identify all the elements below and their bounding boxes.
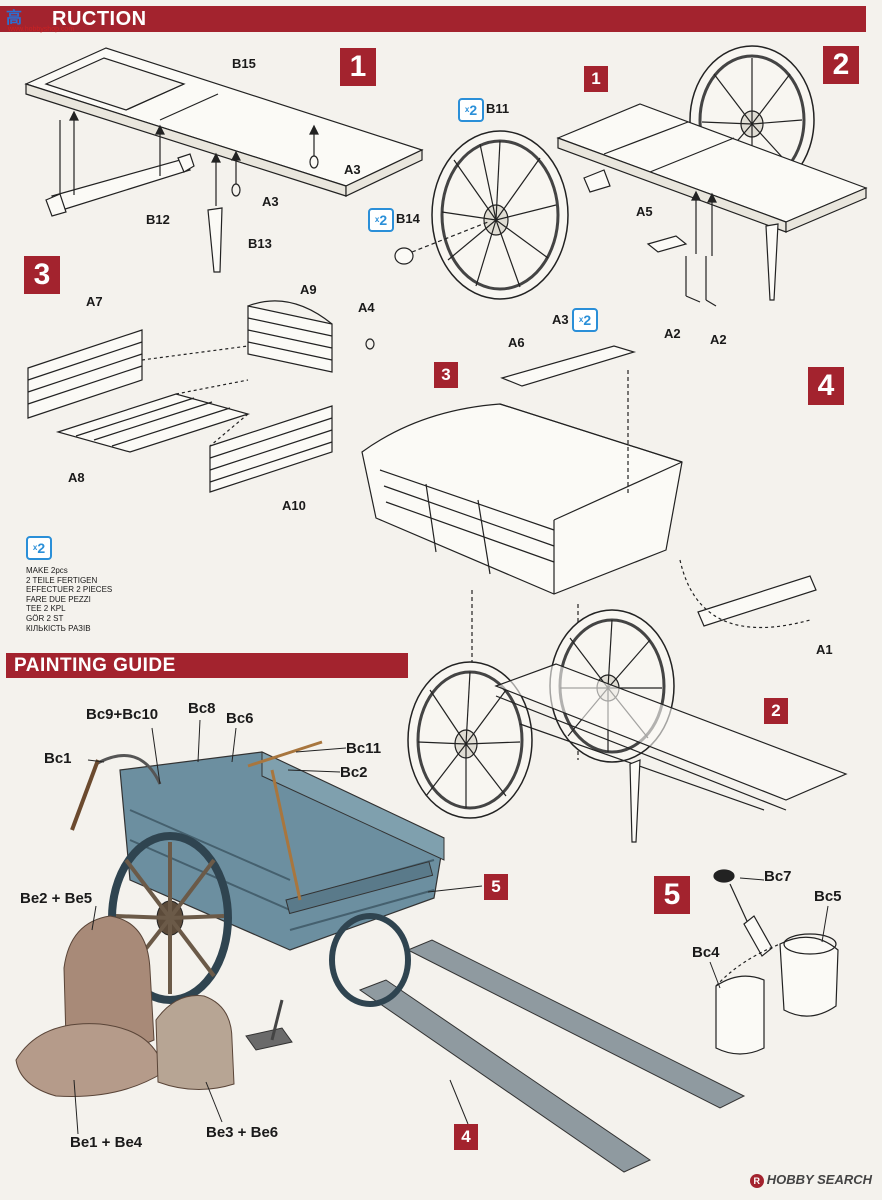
- painted-cart-illustration: [15, 740, 746, 1173]
- step-2-badge: 2: [823, 46, 859, 84]
- watermark-text: HOBBY SEARCH: [766, 1172, 872, 1187]
- label-a3-wheel: A3: [552, 312, 569, 327]
- label-b12: B12: [146, 212, 170, 227]
- label-a6: A6: [508, 335, 525, 350]
- make-two-note: MAKE 2pcs 2 TEILE FERTIGEN EFFECTUER 2 P…: [26, 566, 112, 633]
- step-4-badge: 4: [808, 367, 844, 405]
- ref-step-1: 1: [584, 66, 608, 92]
- paint-label-bc4: Bc4: [692, 944, 720, 961]
- label-a10: A10: [282, 498, 306, 513]
- step1-frame-drawing: [24, 47, 424, 273]
- paint-label-bc11: Bc11: [346, 740, 382, 757]
- step2-wheel-drawing: [394, 45, 868, 307]
- multiplier-badge-a3: x2: [572, 308, 598, 332]
- step-1-badge: 1: [340, 48, 376, 86]
- ref-step-5: 5: [484, 874, 508, 900]
- make-two-line: GÖR 2 ST: [26, 613, 64, 623]
- label-b13: B13: [248, 236, 272, 251]
- ref-step-4: 4: [454, 1124, 478, 1150]
- label-a2-2: A2: [710, 332, 727, 347]
- paint-label-be1-be4: Be1 + Be4: [70, 1134, 143, 1151]
- step-3-badge: 3: [24, 256, 60, 294]
- ref-step-3: 3: [434, 362, 458, 388]
- paint-label-bc2: Bc2: [340, 764, 368, 781]
- paint-label-bc6: Bc6: [226, 710, 254, 727]
- paint-label-bc7: Bc7: [764, 868, 792, 885]
- make-two-line: TEE 2 KPL: [26, 604, 66, 614]
- multiplier-badge-b11: x2: [458, 98, 484, 122]
- label-a9: A9: [300, 282, 317, 297]
- label-a3-1: A3: [344, 162, 361, 177]
- paint-label-be3-be6: Be3 + Be6: [206, 1124, 279, 1141]
- paint-label-be2-be5: Be2 + Be5: [20, 890, 93, 907]
- site-logo: 高 www.hobbyshop.com: [6, 4, 74, 34]
- paint-leader-lines: [73, 719, 829, 1135]
- label-a5: A5: [636, 204, 653, 219]
- step3-box-drawing: [27, 300, 375, 493]
- logo-url: www.hobbyshop.com: [8, 26, 75, 33]
- multiplier-badge-b14: x2: [368, 208, 394, 232]
- step-5-badge: 5: [654, 876, 690, 914]
- paint-label-bc1: Bc1: [44, 750, 72, 767]
- ref-step-2: 2: [764, 698, 788, 724]
- make-two-line: MAKE 2pcs: [26, 566, 68, 575]
- make-two-line: EFFECTUER 2 PIECES: [26, 585, 113, 595]
- label-a1: A1: [816, 642, 833, 657]
- label-b11: B11: [486, 101, 510, 116]
- label-a7: A7: [86, 294, 103, 309]
- label-a8: A8: [68, 470, 85, 485]
- label-a3-2: A3: [262, 194, 279, 209]
- paint-label-bc9-bc10: Bc9+Bc10: [86, 706, 159, 723]
- paint-label-bc5: Bc5: [814, 888, 842, 905]
- label-a2-1: A2: [664, 326, 681, 341]
- multiplier-badge-legend: x2: [26, 536, 52, 560]
- painting-guide-header: PAINTING GUIDE: [6, 653, 408, 678]
- step5-bucket-drawing: [713, 869, 839, 1055]
- make-two-line: КІЛЬКІСТЬ РАЗІВ: [26, 623, 91, 633]
- make-two-line: 2 TEILE FERTIGEN: [26, 575, 98, 585]
- paint-label-bc8: Bc8: [188, 700, 216, 717]
- registered-mark: R: [749, 1173, 764, 1188]
- step4-cart-drawing: [361, 345, 848, 843]
- instruction-header: RUCTION: [0, 6, 866, 32]
- make-two-line: FARE DUE PEZZI: [26, 594, 91, 604]
- label-b14: B14: [396, 211, 420, 226]
- logo-glyph: 高: [6, 8, 23, 27]
- label-a4: A4: [358, 300, 375, 315]
- label-b15: B15: [232, 56, 256, 71]
